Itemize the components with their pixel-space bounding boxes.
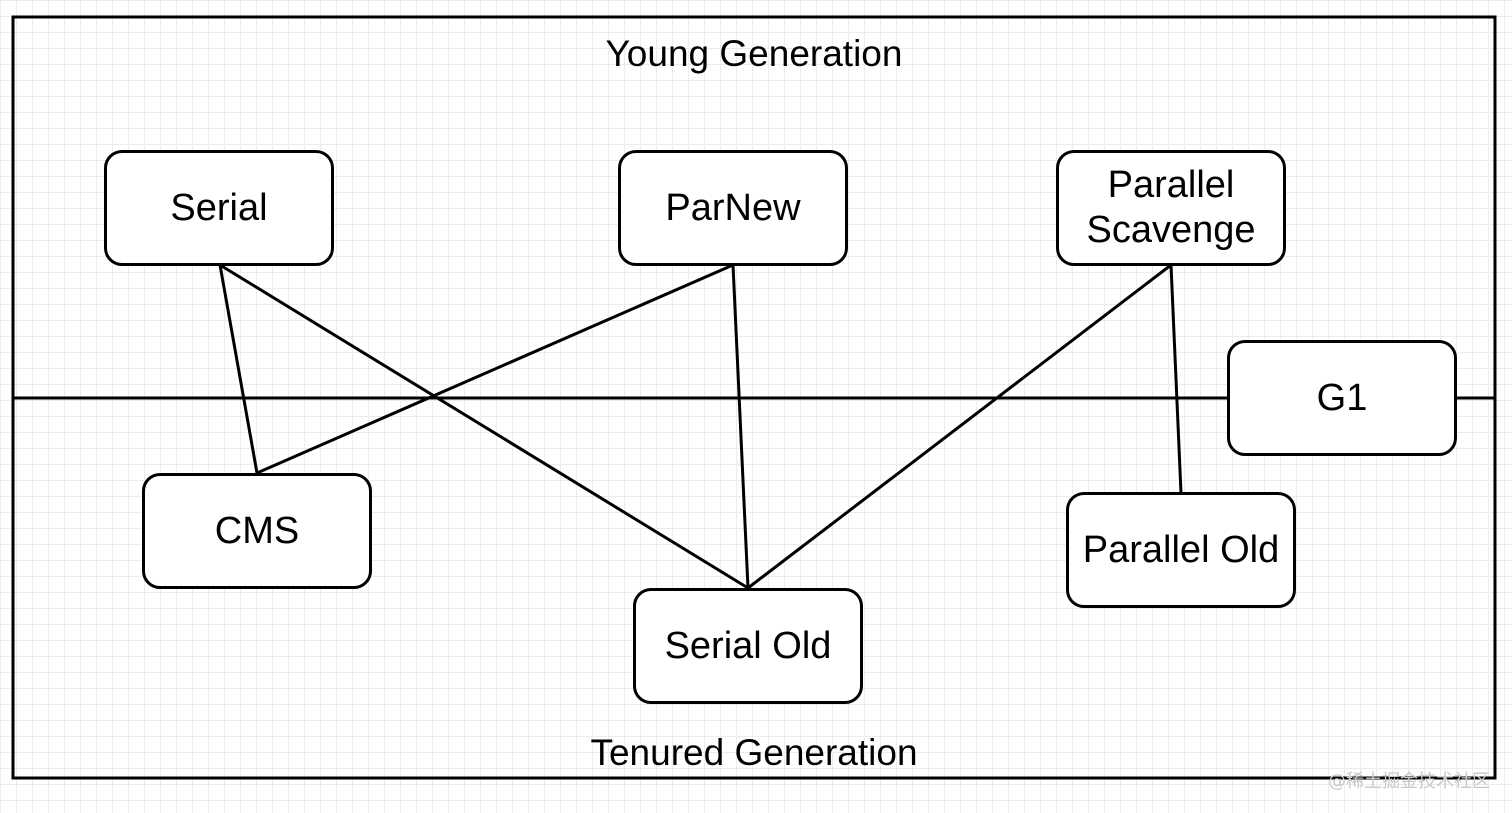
- watermark: @稀土掘金技术社区: [1328, 771, 1490, 792]
- edge-parnew-serial-old: [731, 264, 750, 589]
- young-generation-title: Young Generation: [605, 33, 903, 74]
- edge-parallel-scavenge-serial-old: [747, 263, 1172, 590]
- node-g1: G1: [1227, 340, 1457, 456]
- edge-parnew-cms: [256, 263, 734, 475]
- node-serial: Serial: [104, 150, 334, 266]
- node-parallel-scavenge: Parallel Scavenge: [1056, 150, 1286, 266]
- edge-serial-cms: [218, 264, 259, 474]
- edge-parallel-scavenge-parallel-old: [1169, 264, 1183, 494]
- tenured-generation-title: Tenured Generation: [590, 732, 918, 773]
- node-parnew: ParNew: [618, 150, 848, 266]
- node-parallel-old: Parallel Old: [1066, 492, 1296, 608]
- node-serial-old: Serial Old: [633, 588, 863, 704]
- node-cms: CMS: [142, 473, 372, 589]
- edge-serial-serial-old: [219, 263, 749, 590]
